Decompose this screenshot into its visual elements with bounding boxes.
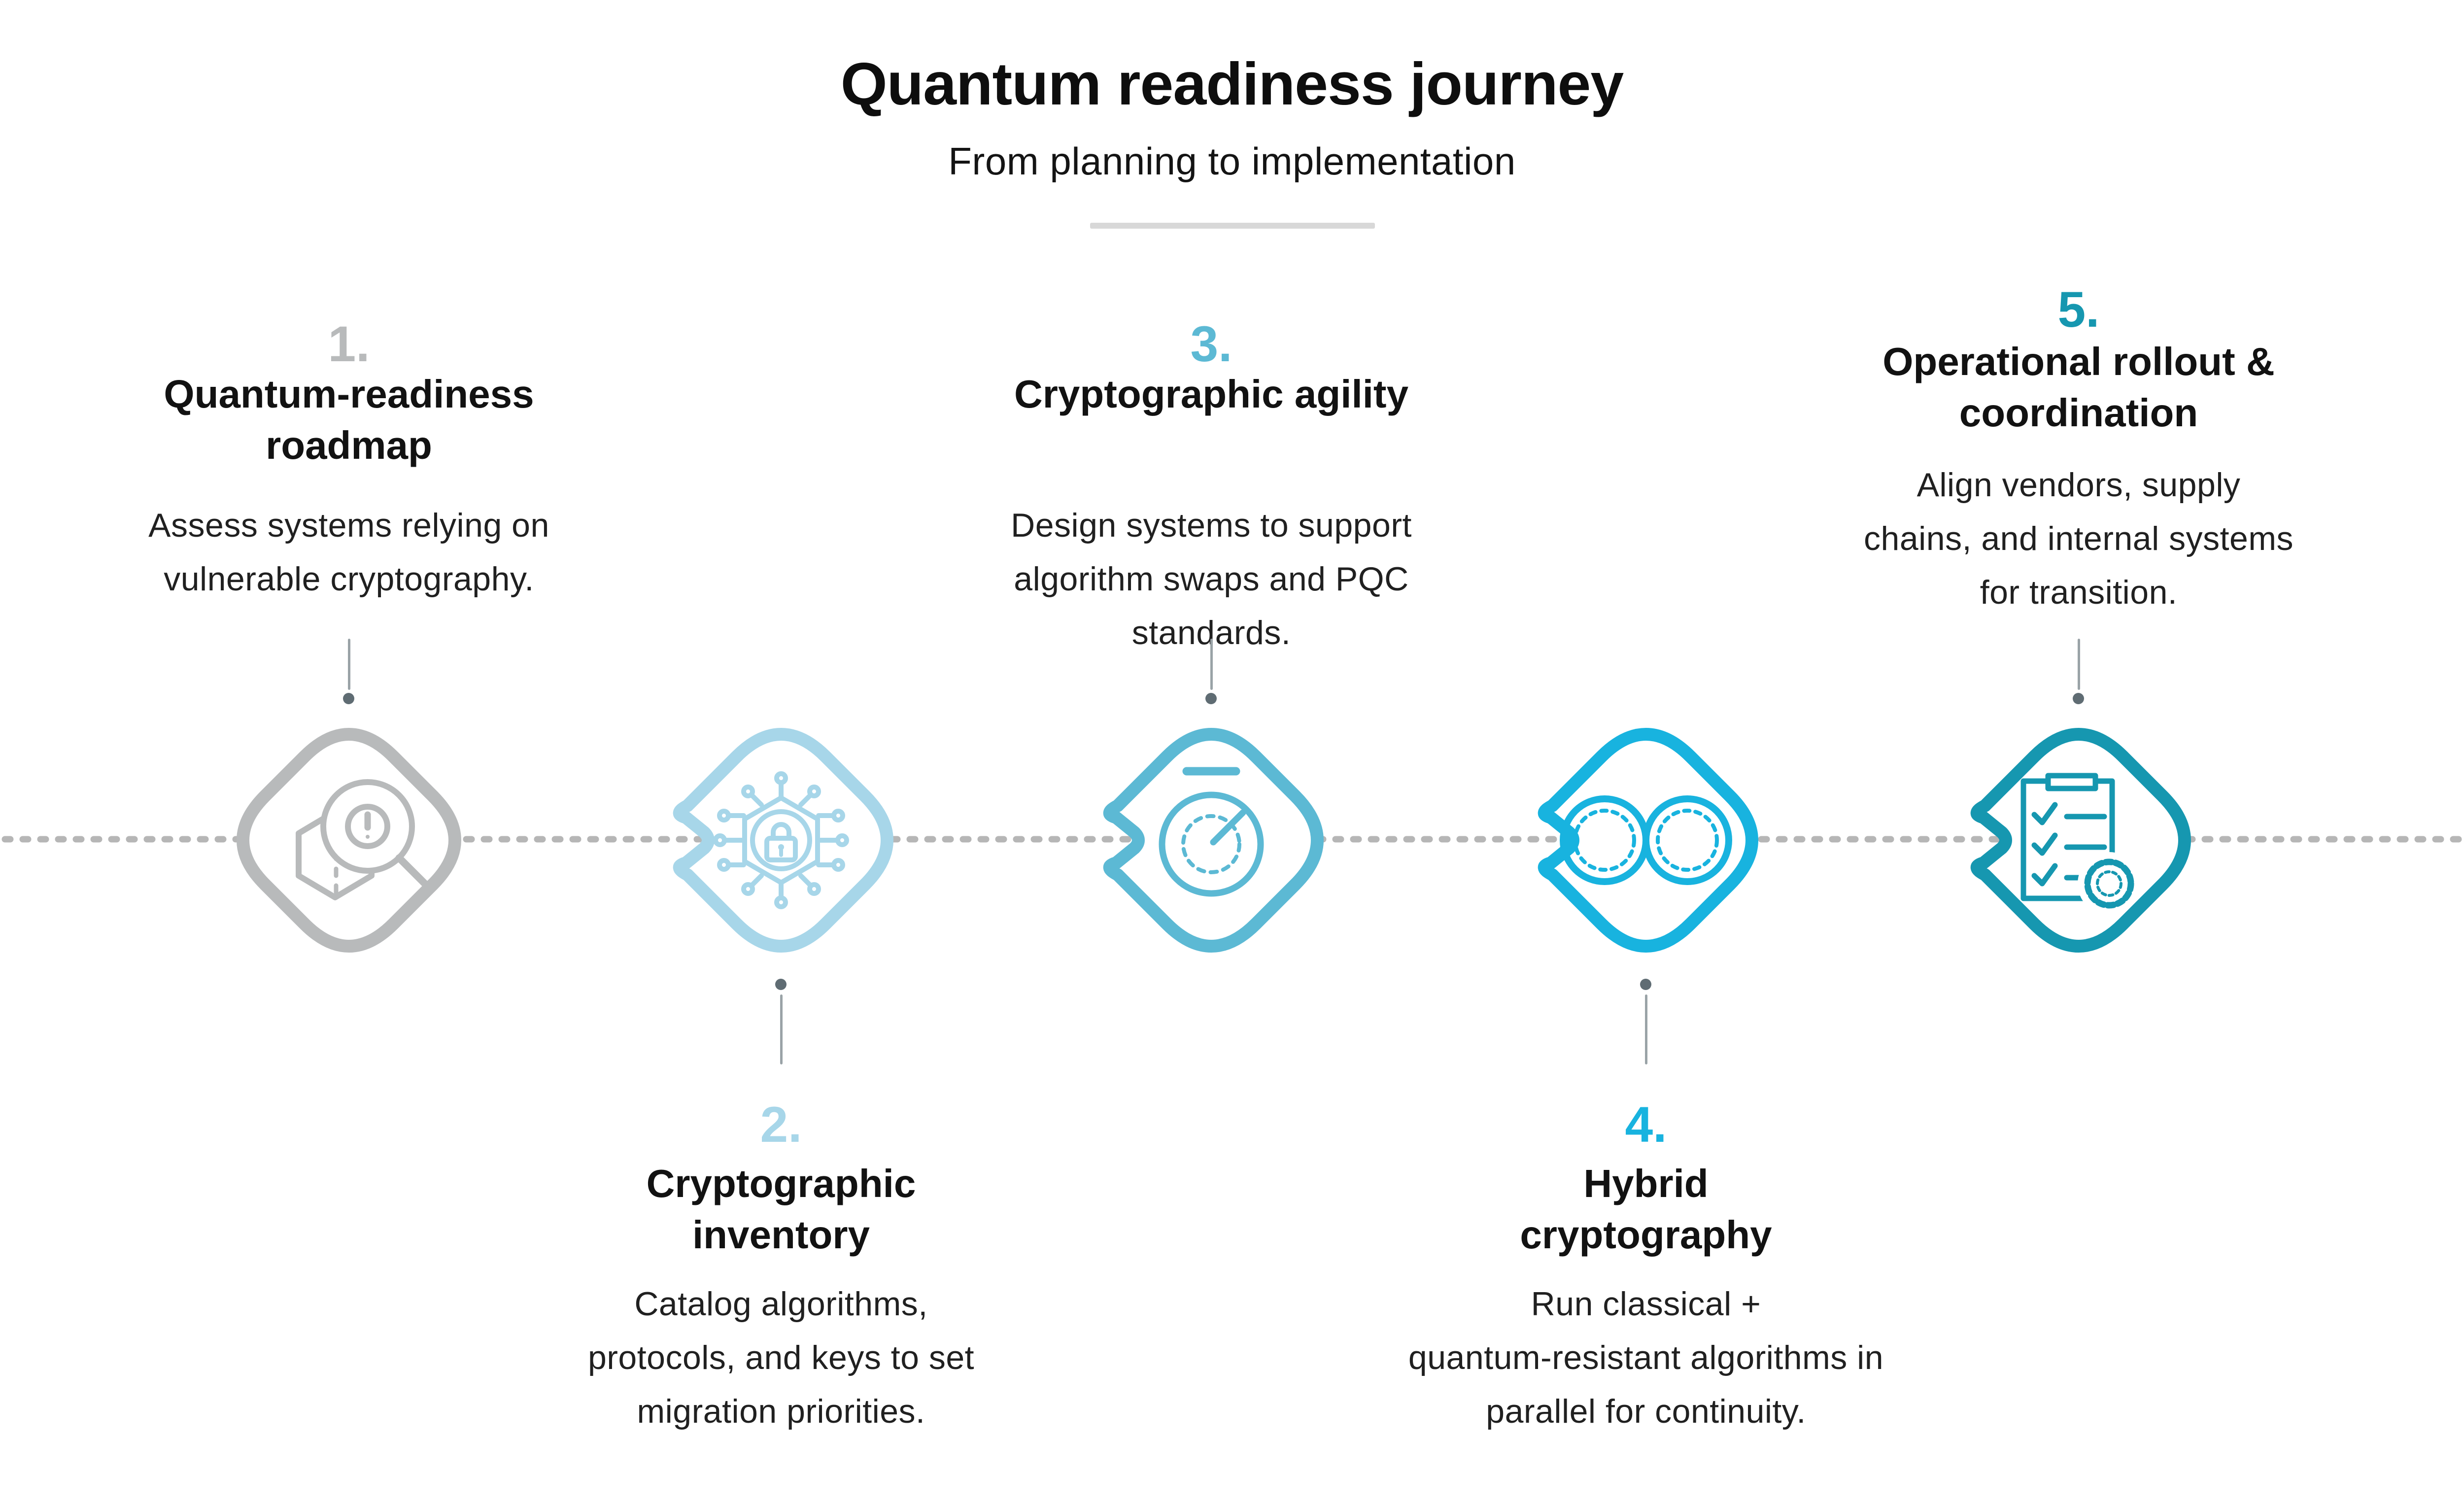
step-3-diamond-marker: [1103, 728, 1324, 953]
step-description: Design systems to support algorithm swap…: [1011, 507, 1412, 651]
step-number: 4.: [1625, 1096, 1667, 1153]
step-number: 2.: [760, 1096, 802, 1153]
step-1: 1. Quantum-readiness roadmap Assess syst…: [0, 0, 719, 1506]
connector-dot: [1205, 693, 1217, 704]
connector-dot: [2073, 693, 2084, 704]
step-2-diamond-marker: [673, 728, 893, 953]
step-3: 3. Cryptographic agility Design systems …: [842, 0, 1581, 1506]
step-4-diamond-marker: [1538, 728, 1758, 953]
page-subtitle: From planning to implementation: [948, 139, 1516, 183]
step-title: Operational rollout & coordination: [1882, 340, 2275, 435]
magnifier-alert-hexagon-icon: [296, 779, 429, 900]
step-description: Catalog algorithms, protocols, and keys …: [587, 1285, 975, 1430]
step-title: Cryptographic agility: [1014, 372, 1409, 416]
step-title: Cryptographic inventory: [646, 1162, 916, 1257]
step-1-diamond-marker: [237, 728, 461, 953]
page-title: Quantum readiness journey: [840, 50, 1624, 117]
encrypted-chip-lock-icon: [713, 771, 849, 909]
connector-line: [780, 994, 783, 1064]
stopwatch-icon: [1159, 767, 1264, 897]
connector-line: [2078, 639, 2080, 690]
connector-dot: [343, 693, 354, 704]
step-description: Assess systems relying on vulnerable cry…: [148, 507, 549, 598]
step-title: Quantum-readiness roadmap: [164, 372, 534, 467]
step-4: 4. Hybrid cryptography Run classical + q…: [1276, 0, 2016, 1506]
step-number: 3.: [1190, 316, 1232, 372]
step-2: 2. Cryptographic inventory Catalog algor…: [411, 0, 1151, 1506]
title-divider: [1090, 223, 1375, 229]
connector-line: [1645, 994, 1647, 1064]
step-description: Align vendors, supply chains, and intern…: [1864, 466, 2293, 611]
step-number: 5.: [2057, 281, 2100, 338]
step-5-diamond-marker: [1970, 728, 2191, 953]
infinity-loops-icon: [1560, 795, 1732, 885]
connector-dot: [775, 979, 787, 990]
step-title: Hybrid cryptography: [1520, 1162, 1772, 1257]
step-number: 1.: [328, 316, 370, 372]
checklist-gear-icon: [2020, 773, 2141, 915]
diamond-shape: [1970, 728, 2191, 953]
connector-dot: [1640, 979, 1651, 990]
step-description: Run classical + quantum-resistant algori…: [1408, 1285, 1884, 1430]
step-5: 5. Operational rollout & coordination Al…: [1709, 0, 2448, 1506]
connector-line: [1210, 639, 1213, 690]
connector-line: [348, 639, 350, 690]
